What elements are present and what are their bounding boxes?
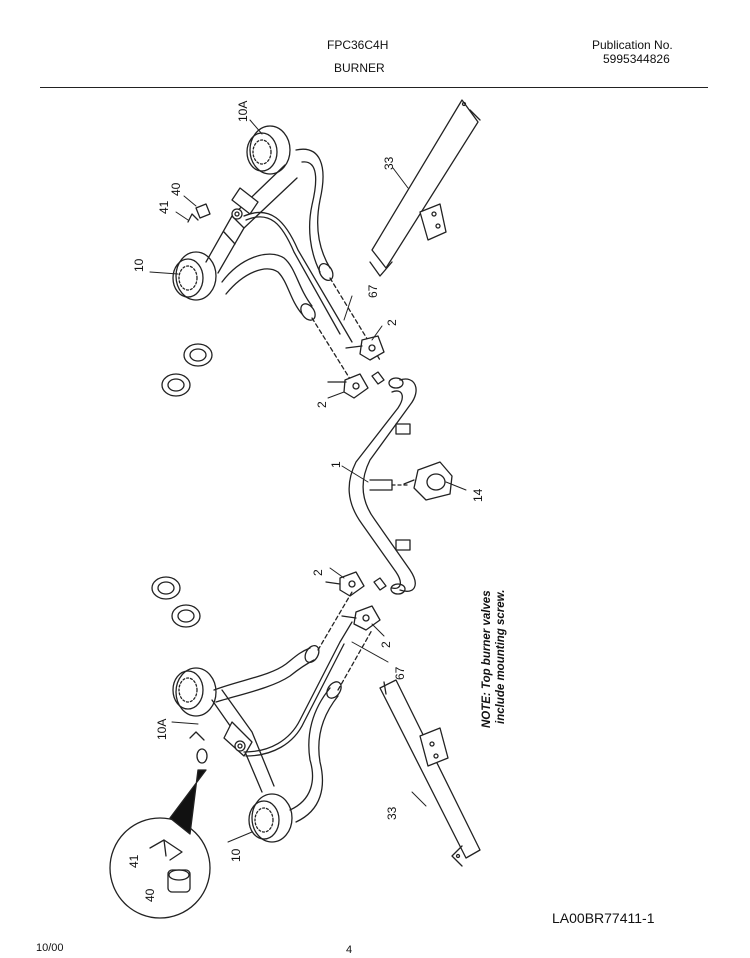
callout-10A-bottom: 10A	[155, 719, 169, 740]
top-burner-valves	[327, 335, 385, 399]
callout-2-d: 2	[379, 641, 393, 648]
publication-number: 5995344826	[603, 52, 670, 66]
callout-40-top: 40	[169, 182, 183, 196]
callout-2-b: 2	[315, 401, 329, 408]
drawing-code: LA00BR77411-1	[552, 910, 655, 926]
model-number: FPC36C4H	[327, 38, 389, 52]
callout-41-inset: 41	[127, 854, 141, 868]
top-mounting-bracket	[369, 99, 481, 277]
callout-40-inset: 40	[143, 888, 157, 902]
callout-33-top: 33	[382, 156, 396, 170]
bottom-orifice-hoods	[151, 576, 201, 628]
top-orifice-hoods	[161, 343, 213, 397]
header-rule	[40, 87, 708, 88]
callout-2-a: 2	[385, 319, 399, 326]
note-line-1: NOTE: Top burner valves	[481, 590, 493, 728]
callout-2-c: 2	[311, 569, 325, 576]
callout-67-bottom: 67	[393, 666, 407, 680]
inset-detail	[109, 769, 211, 919]
section-title: BURNER	[334, 61, 385, 75]
callout-33-bottom: 33	[385, 806, 399, 820]
callout-41-top: 41	[157, 200, 171, 214]
footer-date: 10/00	[36, 942, 64, 954]
callout-1: 1	[329, 461, 343, 468]
callout-leaders	[149, 119, 467, 843]
callout-67-top: 67	[366, 284, 380, 298]
callout-10-bottom: 10	[229, 848, 243, 862]
pressure-regulator	[403, 461, 453, 501]
bottom-burner-assembly	[172, 591, 373, 843]
callout-14: 14	[471, 488, 485, 502]
top-burner-assembly	[172, 125, 381, 396]
publication-label: Publication No.	[592, 38, 673, 52]
bottom-burner-valves	[325, 571, 387, 631]
callout-10-top: 10	[132, 258, 146, 272]
page-number: 4	[346, 944, 353, 956]
callout-10A-top: 10A	[236, 101, 250, 122]
gas-manifold-pipe	[348, 377, 417, 595]
bottom-mounting-bracket	[379, 679, 481, 867]
note-line-2: include mounting screw.	[495, 590, 507, 724]
